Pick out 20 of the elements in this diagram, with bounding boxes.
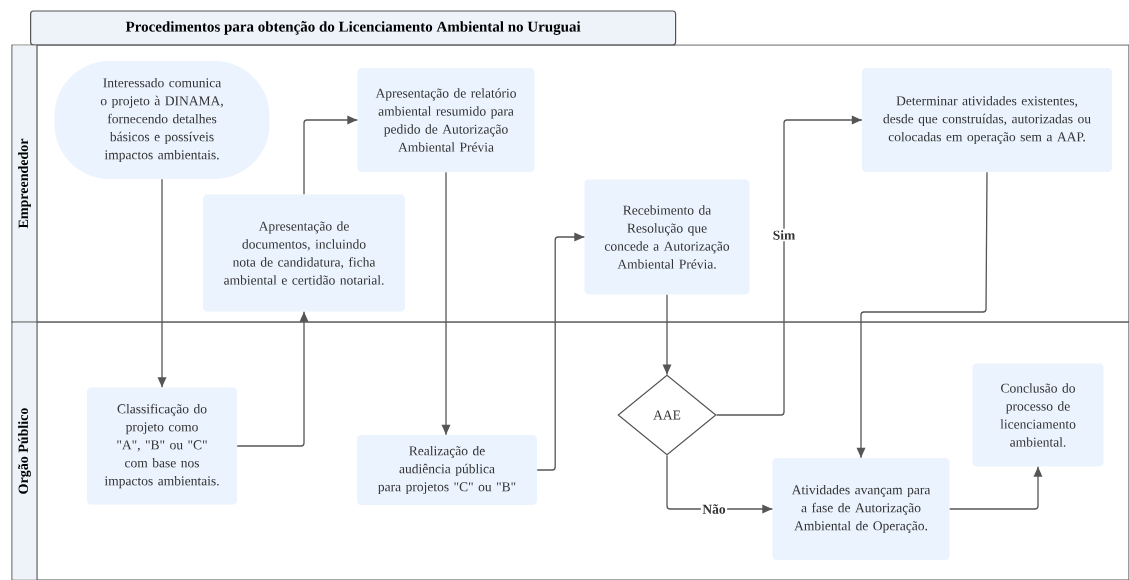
title-tab: Procedimentos para obtenção do Licenciamento Ambiental no Uruguai: [30, 10, 677, 46]
edge-label: Não: [700, 502, 728, 516]
arrow: [715, 115, 863, 416]
arrow: [236, 311, 309, 447]
process-box: Conclusão do processo de licenciamento ambiental.: [972, 363, 1104, 467]
arrow: [441, 171, 451, 436]
process-box: Realização de audiência pública para projetos "C" ou "B": [357, 435, 537, 505]
arrow: [157, 178, 167, 388]
process-box: Atividades avançam para a fase de Autorização Ambiental de Operação.: [772, 458, 950, 560]
arrow: [856, 171, 988, 459]
arrow: [662, 294, 672, 376]
process-box: Recebimento da Resolução que concede a Autorização Ambiental Prévia.: [584, 179, 750, 295]
process-box: Apresentação de documentos, incluindo nota de candidatura, ficha ambiental e certidão notarial.: [203, 194, 405, 312]
arrow: [303, 115, 358, 195]
process-box: Determinar atividades existentes, desde que construídas, autorizadas ou colocadas em operação sem a AAP.: [862, 68, 1112, 172]
process-box: Classificação do projeto como "A", "B" ou "C" com base nos impactos ambientais.: [87, 387, 237, 505]
edge-label: Sim: [771, 228, 797, 242]
process-box: Apresentação de relatório ambiental resumido para pedido de Autorização Ambiental Prévia: [357, 68, 535, 172]
arrow: [536, 232, 585, 471]
arrow: [949, 466, 1043, 510]
